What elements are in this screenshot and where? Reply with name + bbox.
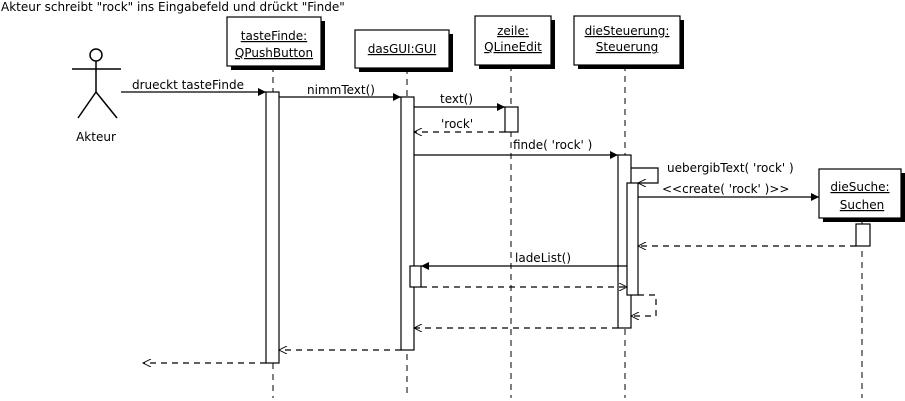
msg-finde-label: finde( 'rock' ) bbox=[513, 138, 592, 152]
actor-label: Akteur bbox=[76, 130, 116, 144]
msg-ladelist-label: ladeList() bbox=[515, 251, 571, 265]
participant-diesuche-type: Suchen bbox=[840, 198, 884, 212]
msg-text-label: text() bbox=[440, 92, 473, 106]
msg-nimmtext-label: nimmText() bbox=[307, 83, 375, 97]
participant-tastefinde-name: tasteFinde: bbox=[241, 29, 307, 43]
msg-create-label: <<create( 'rock' )>> bbox=[662, 182, 789, 196]
msg-uebergibtext-label: uebergibText( 'rock' ) bbox=[667, 161, 794, 175]
activation-tastefinde bbox=[265, 91, 280, 364]
participant-tastefinde: tasteFinde: QPushButton bbox=[226, 16, 325, 70]
activation-dasgui-nested bbox=[409, 265, 422, 288]
participant-diesuche-name: dieSuche: bbox=[830, 180, 889, 194]
participant-zeile-type: QLineEdit bbox=[484, 40, 542, 54]
actor-stick-figure bbox=[72, 48, 121, 119]
diagram-caption: Akteur schreibt "rock" ins Eingabefeld u… bbox=[1, 0, 345, 14]
participant-zeile-name: zeile: bbox=[497, 24, 529, 38]
msg-uebergibtext-arrow bbox=[631, 167, 659, 183]
activation-diesteuerung-nested bbox=[626, 182, 639, 296]
return-uebergibtext-arrow bbox=[631, 294, 657, 316]
participant-diesteuerung-name: dieSteuerung: bbox=[585, 24, 670, 38]
participant-dasgui-name: dasGUI:GUI bbox=[368, 42, 437, 56]
activation-zeile bbox=[504, 106, 519, 133]
participant-dasgui: dasGUI:GUI bbox=[354, 29, 453, 72]
participant-zeile: zeile: QLineEdit bbox=[474, 15, 555, 69]
return-rock-label: 'rock' bbox=[441, 117, 473, 131]
participant-diesuche: dieSuche: Suchen bbox=[818, 168, 905, 222]
participant-diesteuerung: dieSteuerung: Steuerung bbox=[573, 15, 684, 69]
msg-drueckt-label: drueckt tasteFinde bbox=[132, 78, 244, 92]
activation-diesuche bbox=[855, 223, 871, 247]
participant-tastefinde-type: QPushButton bbox=[235, 46, 313, 60]
participant-diesteuerung-type: Steuerung bbox=[596, 40, 658, 54]
activation-dasgui bbox=[400, 96, 415, 351]
